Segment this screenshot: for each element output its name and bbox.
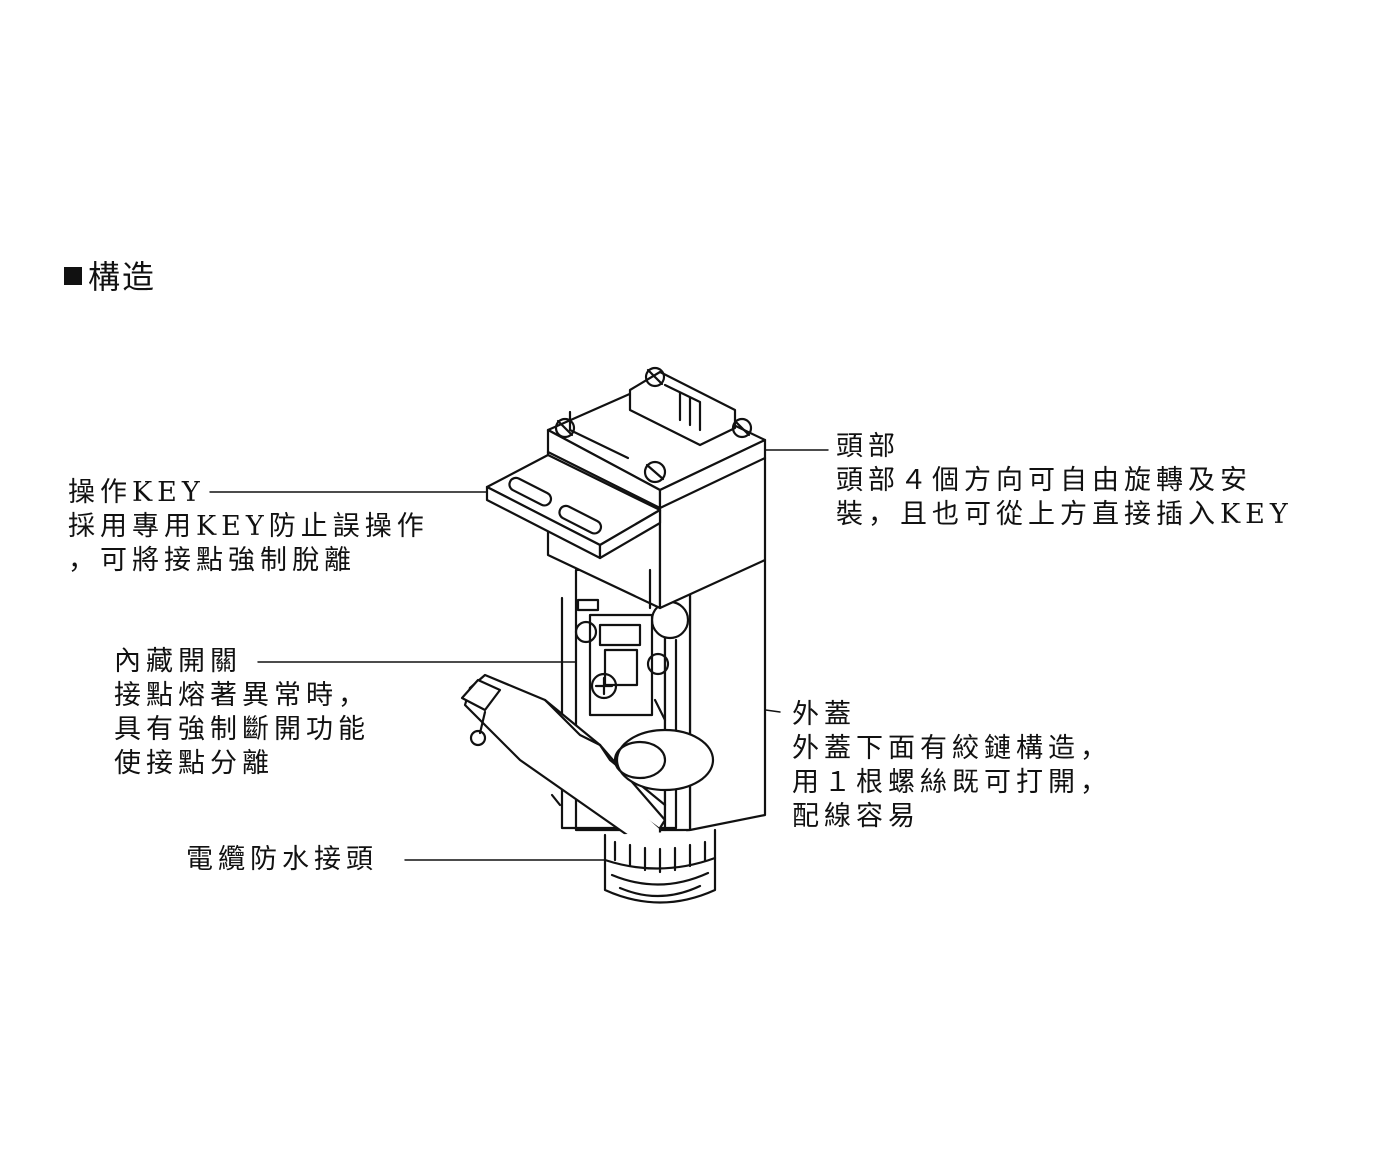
internal-switch xyxy=(574,598,670,722)
section-heading: 構造 xyxy=(64,252,156,298)
callout-head-title: 頭部 xyxy=(836,431,900,462)
callout-cover-desc-1: 外蓋下面有絞鏈構造， xyxy=(792,733,1112,764)
callout-cable: 電纜防水接頭 xyxy=(186,843,378,877)
operating-key xyxy=(485,453,662,560)
callout-cable-title: 電纜防水接頭 xyxy=(186,844,378,875)
callout-cover: 外蓋 外蓋下面有絞鏈構造， 用１根螺絲既可打開， 配線容易 xyxy=(792,698,1112,834)
callout-switch: 內藏開關 接點熔著異常時， 具有強制斷開功能 使接點分離 xyxy=(114,645,370,781)
black-square-icon xyxy=(64,267,82,285)
cable-gland xyxy=(603,828,717,904)
heading-text: 構造 xyxy=(88,258,157,296)
callout-key-desc-1: 採用專用KEY防止誤操作 xyxy=(68,511,429,542)
callout-key: 操作KEY 採用專用KEY防止誤操作 ，可將接點強制脫離 xyxy=(68,476,429,578)
callout-key-desc-2: ，可將接點強制脫離 xyxy=(68,545,356,576)
callout-switch-desc-1: 接點熔著異常時， xyxy=(114,680,370,711)
callout-switch-desc-3: 使接點分離 xyxy=(114,748,274,779)
callout-head-desc-1: 頭部４個方向可自由旋轉及安 xyxy=(836,465,1252,496)
callout-switch-desc-2: 具有強制斷開功能 xyxy=(114,714,370,745)
callout-head: 頭部 頭部４個方向可自由旋轉及安 裝，且也可從上方直接插入KEY xyxy=(836,430,1293,532)
callout-key-title: 操作KEY xyxy=(68,477,205,508)
callout-cover-title: 外蓋 xyxy=(792,699,856,730)
callout-cover-desc-2: 用１根螺絲既可打開， xyxy=(792,767,1112,798)
callout-switch-title: 內藏開關 xyxy=(114,646,242,677)
callout-head-desc-2: 裝，且也可從上方直接插入KEY xyxy=(836,499,1293,530)
callout-cover-desc-3: 配線容易 xyxy=(792,801,920,832)
hinged-cover xyxy=(460,673,692,860)
